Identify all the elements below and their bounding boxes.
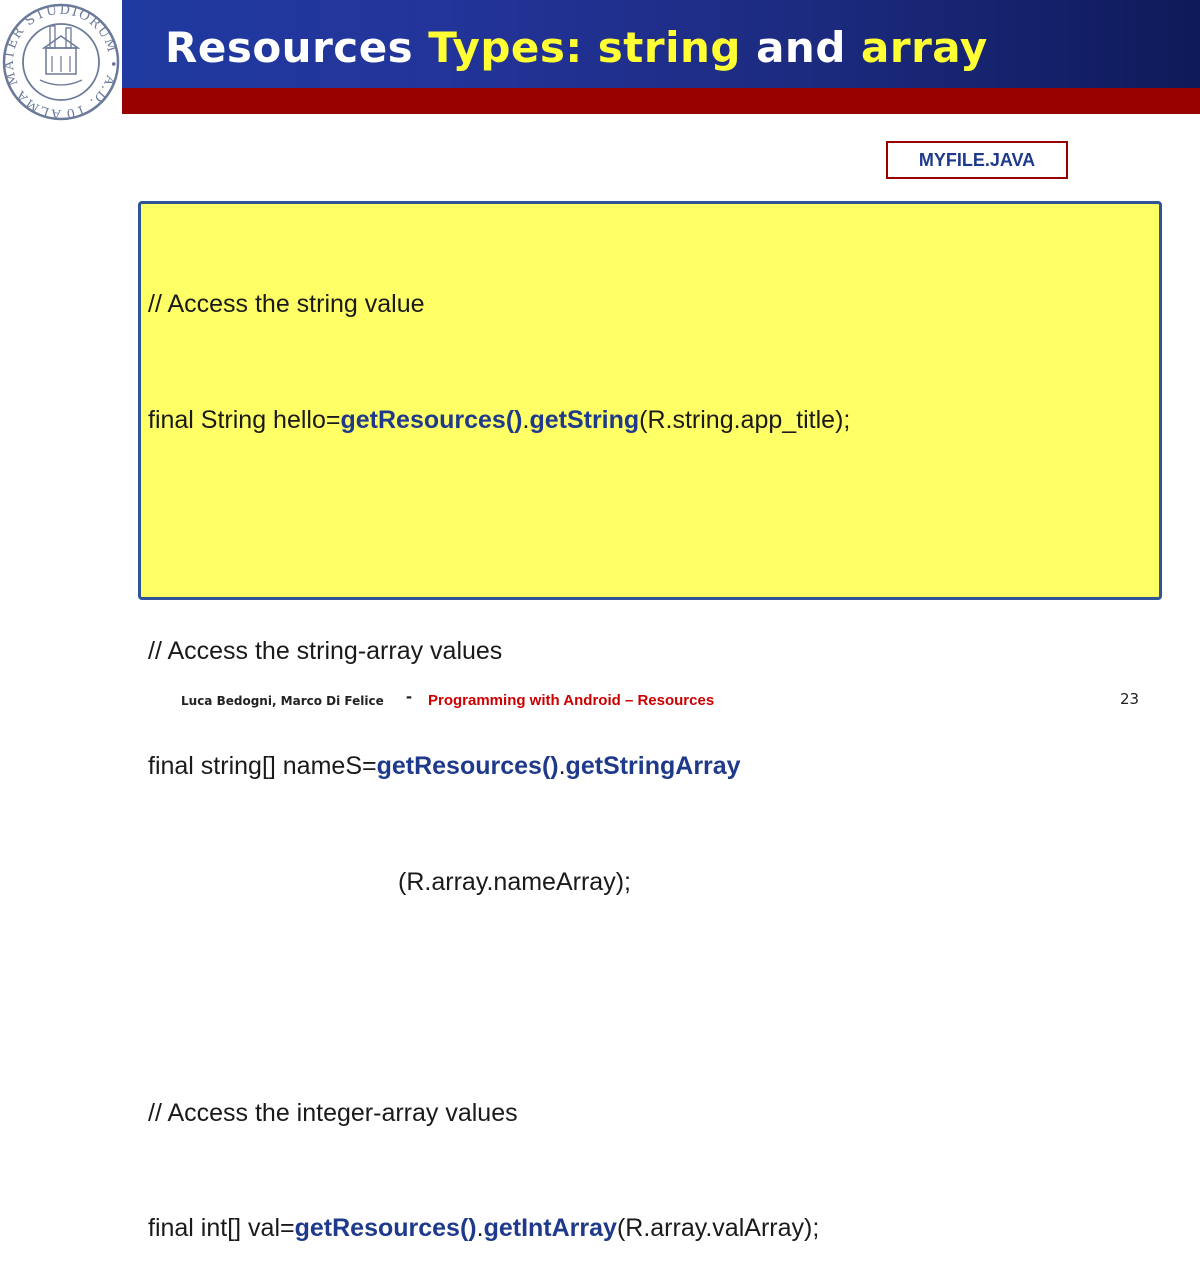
footer-authors: Luca Bedogni, Marco Di Felice	[181, 694, 384, 708]
footer-course-title: Programming with Android – Resources	[428, 692, 715, 709]
code-line: (R.array.nameArray);	[148, 863, 850, 902]
code-text: (R.array.nameArray);	[148, 867, 631, 896]
code-text: final int[] val=	[148, 1214, 295, 1242]
footer-dash: -	[406, 686, 412, 706]
university-seal-icon: ALMA MATER STUDIORUM • A.D. 1088 •	[0, 0, 122, 128]
code-line: // Access the integer-array values	[148, 1094, 850, 1133]
code-method: getResources()	[294, 1214, 477, 1242]
code-method: getResources()	[340, 405, 523, 434]
page-title: Resources Types: string and array	[165, 18, 988, 78]
code-line: // Access the string-array values	[148, 632, 850, 671]
university-seal-svg: ALMA MATER STUDIORUM • A.D. 1088 •	[0, 0, 120, 121]
code-text: .	[476, 1214, 484, 1242]
code-method: getString	[529, 405, 640, 434]
code-line: // Access the string value	[148, 285, 850, 324]
code-comment: // Access the string value	[148, 290, 425, 318]
code-text: final String hello=	[148, 405, 341, 434]
code-blank-line	[148, 978, 850, 1017]
title-part-and: and	[756, 23, 862, 72]
code-line: final string[] nameS=getResources().getS…	[148, 747, 850, 786]
code-comment: // Access the integer-array values	[148, 1098, 518, 1127]
code-comment: // Access the string-array values	[148, 636, 503, 665]
title-part-array: array	[861, 23, 988, 72]
title-part-types-string: Types: string	[428, 23, 757, 72]
code-blank-line	[148, 516, 850, 555]
code-method: getIntArray	[483, 1214, 617, 1242]
page-number: 23	[1120, 690, 1140, 708]
code-line: final String hello=getResources().getStr…	[148, 401, 850, 440]
code-text: final string[] nameS=	[148, 752, 377, 780]
header-band	[120, 0, 1200, 88]
code-method: getStringArray	[565, 752, 741, 780]
code-text: (R.string.app_title);	[639, 405, 851, 434]
file-label: MYFILE.JAVA	[886, 141, 1068, 179]
header-red-bar	[120, 88, 1200, 114]
code-method: getResources()	[376, 752, 559, 780]
code-block: // Access the string value final String …	[148, 208, 850, 1286]
title-part-resources: Resources	[165, 23, 429, 72]
code-box	[138, 201, 1162, 600]
code-text: (R.array.valArray);	[616, 1214, 820, 1242]
code-text: .	[522, 405, 530, 434]
code-line: final int[] val=getResources().getIntArr…	[148, 1209, 850, 1248]
code-text: .	[558, 752, 566, 780]
